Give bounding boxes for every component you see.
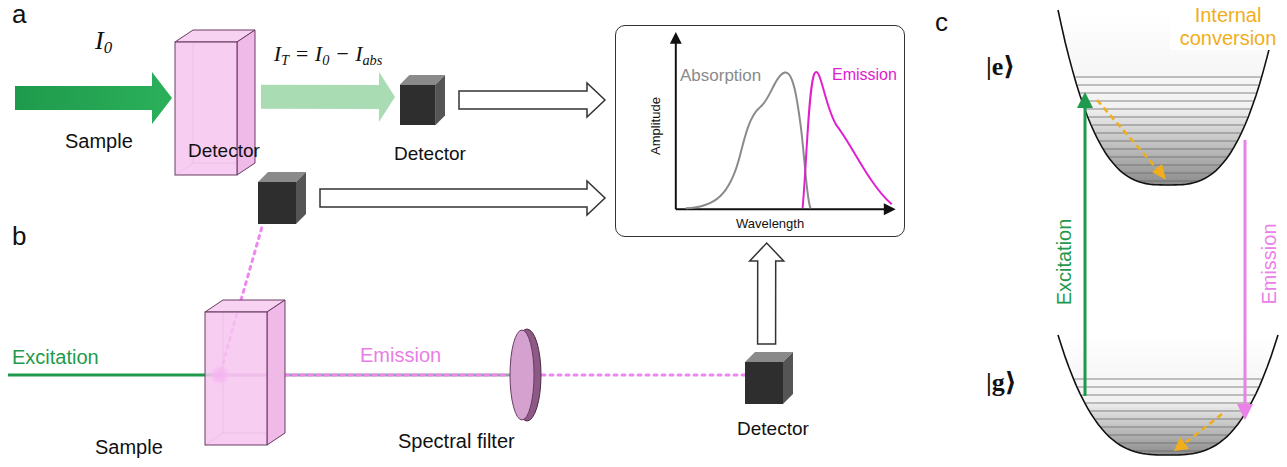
vibrational-level <box>1116 165 1221 166</box>
vibrational-level <box>1096 133 1241 134</box>
block-arrow <box>261 72 395 122</box>
vibrational-level <box>1092 125 1244 126</box>
relaxation-arrowhead <box>1174 437 1189 451</box>
sample-cuvette: Sample <box>205 300 285 445</box>
vibrational-level <box>1086 403 1250 404</box>
vibrational-level <box>1086 109 1251 110</box>
vibrational-level <box>1083 101 1253 102</box>
vibrational-level <box>1104 149 1232 150</box>
excitation-arrow <box>1084 106 1087 396</box>
vibrational-level <box>1078 387 1258 388</box>
node-label: Sample <box>95 436 163 459</box>
vibrational-level <box>1075 379 1262 380</box>
relaxation-arrow <box>1184 414 1222 444</box>
vibrational-level <box>1080 93 1256 94</box>
spectrum-plot: Absorption EmissionAmplitudeWavelength <box>615 25 905 237</box>
vibrational-level <box>1124 173 1212 174</box>
detector: Detector <box>258 172 306 224</box>
node-label: Absorption <box>680 66 761 86</box>
connector <box>285 374 508 375</box>
node-label: Sample <box>65 130 133 153</box>
vibrational-level <box>1078 85 1259 86</box>
incident-beam <box>15 72 172 124</box>
label: b <box>12 222 26 252</box>
vibrational-level <box>1090 411 1245 412</box>
vibrational-level <box>1075 77 1260 78</box>
vibrational-level <box>1082 395 1255 396</box>
block-arrow <box>320 181 605 215</box>
vibrational-level <box>1095 419 1240 420</box>
connector <box>320 181 605 215</box>
spectral-filter-shape <box>508 328 542 422</box>
spectral-filter: Spectral filter <box>508 328 542 422</box>
label: I0 <box>95 26 112 58</box>
label: |e⟩ <box>986 52 1015 82</box>
vibrational-level <box>1118 443 1218 444</box>
label: c <box>935 8 948 38</box>
connector <box>241 224 263 300</box>
label: Emission <box>1258 223 1281 304</box>
node-label: Detector <box>394 143 466 165</box>
connector <box>261 72 395 122</box>
connector <box>750 243 784 344</box>
vibrational-level <box>1134 451 1203 452</box>
detector: Detector <box>400 75 445 125</box>
emission-arrow <box>1244 140 1247 406</box>
emission-ray <box>542 373 745 376</box>
label: Internal conversion <box>1170 4 1286 50</box>
node-label: Detector <box>188 140 260 162</box>
detector: Detector <box>745 352 793 404</box>
vibrational-level <box>1138 181 1198 182</box>
vibrational-level <box>1100 141 1237 142</box>
sample-cuvette-shape <box>205 300 285 445</box>
node-label: Wavelength <box>736 217 804 232</box>
vibrational-level <box>1101 427 1234 428</box>
label: |g⟩ <box>986 368 1017 398</box>
vibrational-level <box>1108 435 1227 436</box>
connector <box>459 83 605 117</box>
label: Emission <box>360 344 441 367</box>
relaxation-arrow <box>1097 100 1158 170</box>
emission-ray <box>241 224 263 300</box>
node-label: Amplitude <box>649 97 664 155</box>
label: Excitation <box>1053 219 1076 306</box>
detector-shape <box>400 75 445 125</box>
edge-label: IT = I0 − Iabs <box>274 41 383 68</box>
node-label: Detector <box>737 418 809 440</box>
vibrational-level <box>1109 157 1226 158</box>
potential-wells <box>1058 10 1278 455</box>
emission-arrowhead <box>1237 404 1253 420</box>
detector-shape <box>745 352 793 404</box>
block-arrow <box>459 83 605 117</box>
label: Excitation <box>12 346 99 369</box>
excitation-arrowhead <box>1077 92 1093 108</box>
detector-shape <box>258 172 306 224</box>
block-arrow <box>750 243 784 344</box>
relaxation-arrowhead <box>1152 164 1166 180</box>
emission-ray <box>285 373 508 376</box>
connector <box>542 374 745 375</box>
excitation-beam <box>8 374 222 377</box>
node-label: Emission <box>832 66 897 84</box>
label: a <box>12 0 26 30</box>
node-label: Spectral filter <box>398 430 515 453</box>
